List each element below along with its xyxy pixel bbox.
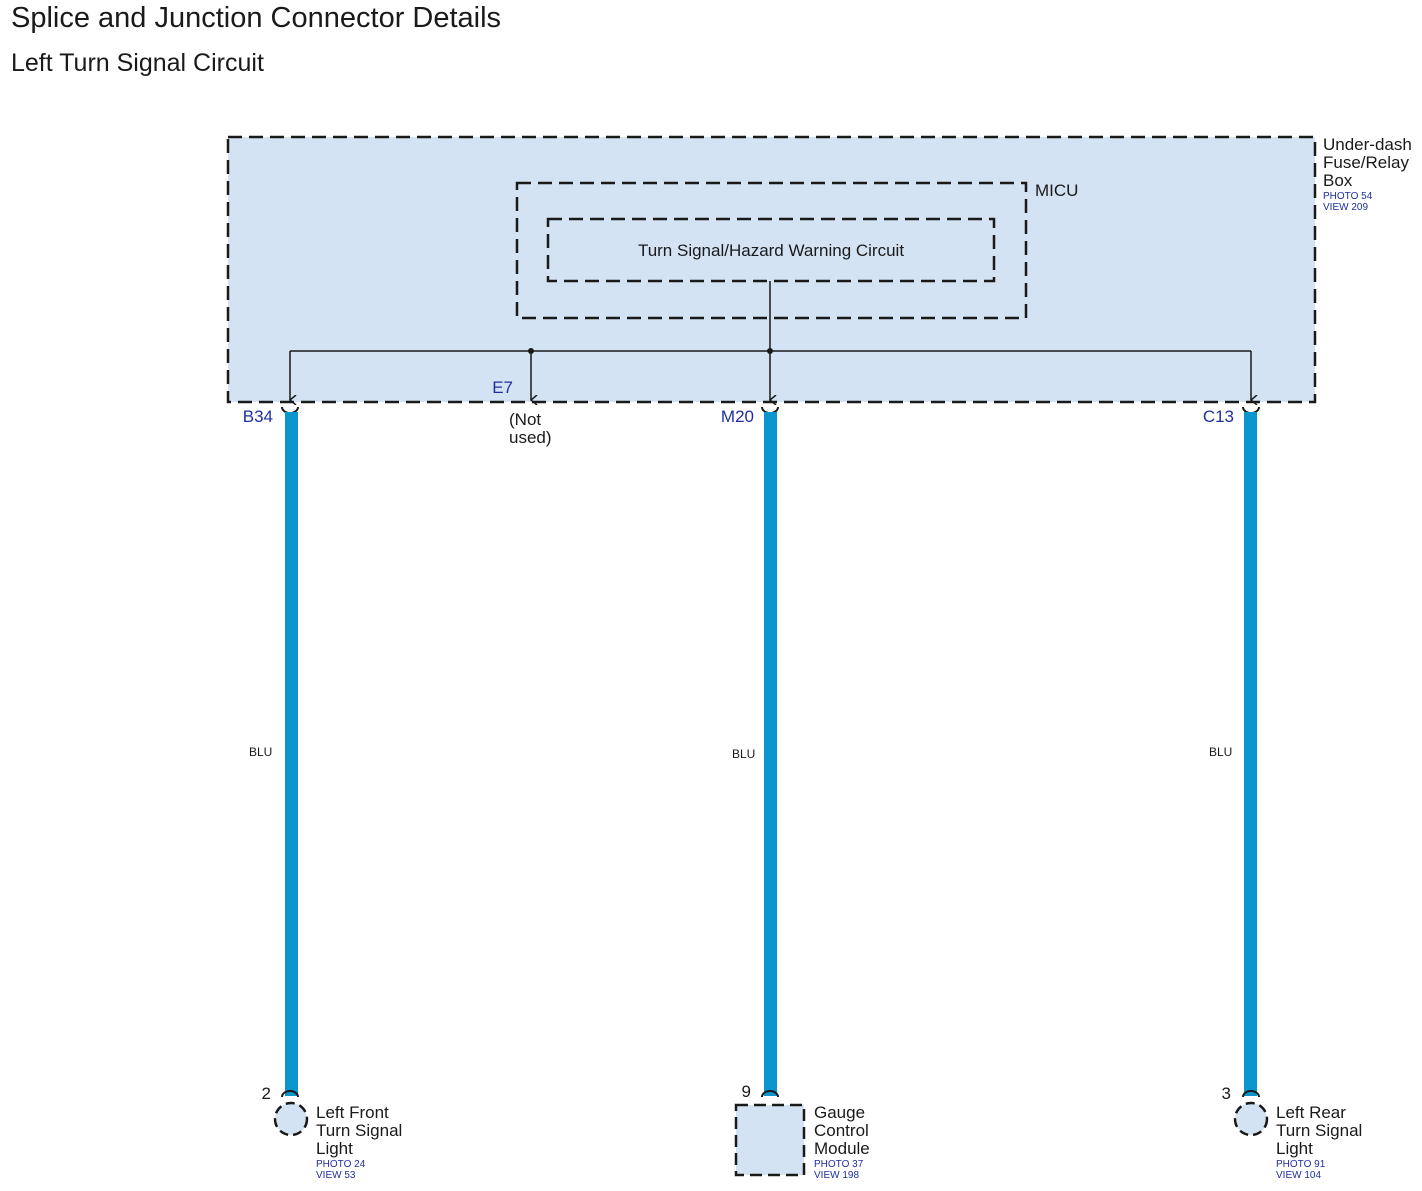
connector-c13[interactable]: C13 xyxy=(1203,407,1234,426)
component-view-ref[interactable]: VIEW 198 xyxy=(814,1170,859,1181)
gauge-control-module-symbol xyxy=(734,1103,806,1177)
component-label-line: Turn Signal xyxy=(316,1121,402,1140)
pin-number: 2 xyxy=(262,1084,271,1103)
connector-e7-note-line-1: (Not xyxy=(509,410,541,429)
component-label-line: Module xyxy=(814,1139,870,1158)
component-label-line: Turn Signal xyxy=(1276,1121,1362,1140)
wire-color-code: BLU xyxy=(732,747,755,761)
page-title: Splice and Junction Connector Details xyxy=(11,2,502,34)
splice-dot xyxy=(528,348,534,354)
page-subtitle: Left Turn Signal Circuit xyxy=(11,49,264,77)
component-view-ref[interactable]: VIEW 104 xyxy=(1276,1170,1321,1181)
fuse-box-label-line-3: Box xyxy=(1323,171,1353,190)
turn-signal-circuit-box xyxy=(546,217,996,283)
component-photo-ref[interactable]: PHOTO 91 xyxy=(1276,1159,1326,1170)
connector-b34[interactable]: B34 xyxy=(243,407,273,426)
connector-e7[interactable]: E7 xyxy=(492,378,513,397)
fuse-box-label-line-2: Fuse/Relay xyxy=(1323,153,1409,172)
circuit-label: Turn Signal/Hazard Warning Circuit xyxy=(638,241,904,260)
pin-number: 9 xyxy=(742,1082,751,1101)
wire-m20 xyxy=(764,412,777,1096)
wire-b34 xyxy=(285,412,298,1096)
pin-number: 3 xyxy=(1222,1084,1231,1103)
component-label-line: Light xyxy=(1276,1139,1313,1158)
fuse-box-photo-ref[interactable]: PHOTO 54 xyxy=(1323,191,1373,202)
component-photo-ref[interactable]: PHOTO 37 xyxy=(814,1159,864,1170)
component-view-ref[interactable]: VIEW 53 xyxy=(316,1170,356,1181)
splice-dot xyxy=(767,348,773,354)
component-label-line: Left Rear xyxy=(1276,1103,1346,1122)
connector-e7-note-line-2: used) xyxy=(509,428,552,447)
fuse-box-label-line-1: Under-dash xyxy=(1323,135,1412,154)
component-label-line: Left Front xyxy=(316,1103,389,1122)
wire-color-code: BLU xyxy=(249,745,272,759)
component-label-line: Control xyxy=(814,1121,869,1140)
micu-label: MICU xyxy=(1035,181,1078,200)
fuse-box-view-ref[interactable]: VIEW 209 xyxy=(1323,202,1368,213)
harness-wires xyxy=(285,412,1257,1096)
component-label-line: Gauge xyxy=(814,1103,865,1122)
connector-m20[interactable]: M20 xyxy=(721,407,754,426)
left-rear-turn-signal-light-symbol xyxy=(1233,1101,1269,1137)
wire-c13 xyxy=(1244,412,1257,1096)
wire-color-code: BLU xyxy=(1209,745,1232,759)
left-front-turn-signal-light-symbol xyxy=(273,1101,309,1137)
component-photo-ref[interactable]: PHOTO 24 xyxy=(316,1159,366,1170)
component-label-line: Light xyxy=(316,1139,353,1158)
component-cups xyxy=(281,1090,1260,1098)
